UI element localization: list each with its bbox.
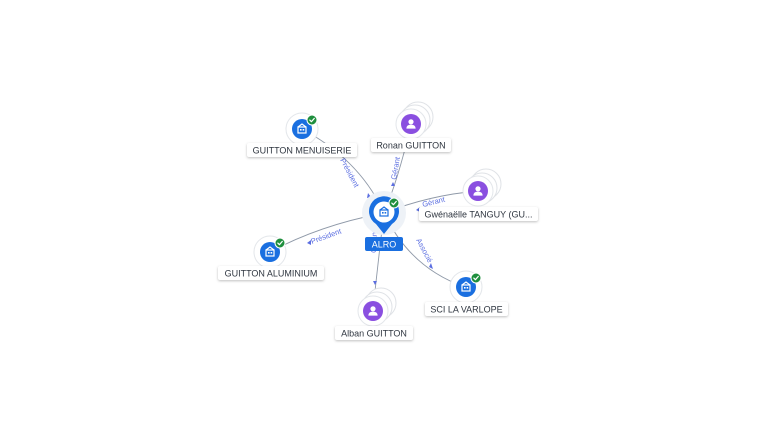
edge-label-varlope: Associé	[414, 237, 434, 264]
node-label-box	[425, 302, 508, 316]
edge-arrows	[307, 182, 433, 285]
node-sci-la-varlope[interactable]: SCI LA VARLOPE	[425, 270, 508, 316]
verified-badge	[388, 197, 400, 209]
arrow-ronan	[391, 182, 395, 186]
node-gwenaelle-tanguy[interactable]: Gwénaëlle TANGUY (GU...	[419, 168, 538, 221]
node-label: SCI LA VARLOPE	[430, 305, 502, 315]
node-label-box	[247, 143, 357, 157]
node-guitton-aluminium[interactable]: GUITTON ALUMINIUM	[218, 235, 324, 280]
verified-badge	[470, 272, 482, 284]
arrow-aluminium	[307, 240, 311, 245]
arrow-varlope	[429, 263, 433, 269]
node-ronan-guitton[interactable]: Ronan GUITTON	[371, 101, 451, 152]
node-alban-guitton[interactable]: Alban GUITTON	[335, 287, 413, 340]
company-disc	[456, 277, 476, 297]
center-inner	[373, 201, 395, 223]
node-label: GUITTON ALUMINIUM	[225, 269, 318, 279]
node-label-box	[218, 266, 324, 280]
node-guitton-menuiserie[interactable]: GUITTON MENUISERIE	[247, 112, 357, 157]
node-label-box	[371, 138, 451, 152]
company-disc	[292, 119, 312, 139]
verified-badge	[306, 114, 318, 126]
node-label-box	[335, 326, 413, 340]
building-icon	[379, 206, 389, 217]
node-label: Alban GUITTON	[341, 329, 407, 339]
edge-label-gwenaelle: Gérant	[421, 194, 446, 209]
node-label: Gwénaëlle TANGUY (GU...	[424, 210, 532, 220]
node-alro-center[interactable]: ALRO	[362, 191, 406, 251]
node-label: Ronan GUITTON	[376, 141, 445, 151]
center-label-box	[365, 237, 403, 251]
verified-badge	[274, 237, 286, 249]
center-label: ALRO	[372, 240, 397, 250]
node-label-box	[419, 207, 538, 221]
edge-label-ronan: Gérant	[389, 155, 402, 180]
arrow-alban	[373, 281, 377, 285]
node-label: GUITTON MENUISERIE	[253, 146, 352, 156]
company-disc	[260, 242, 280, 262]
edge-label-aluminium: Président	[310, 226, 344, 246]
